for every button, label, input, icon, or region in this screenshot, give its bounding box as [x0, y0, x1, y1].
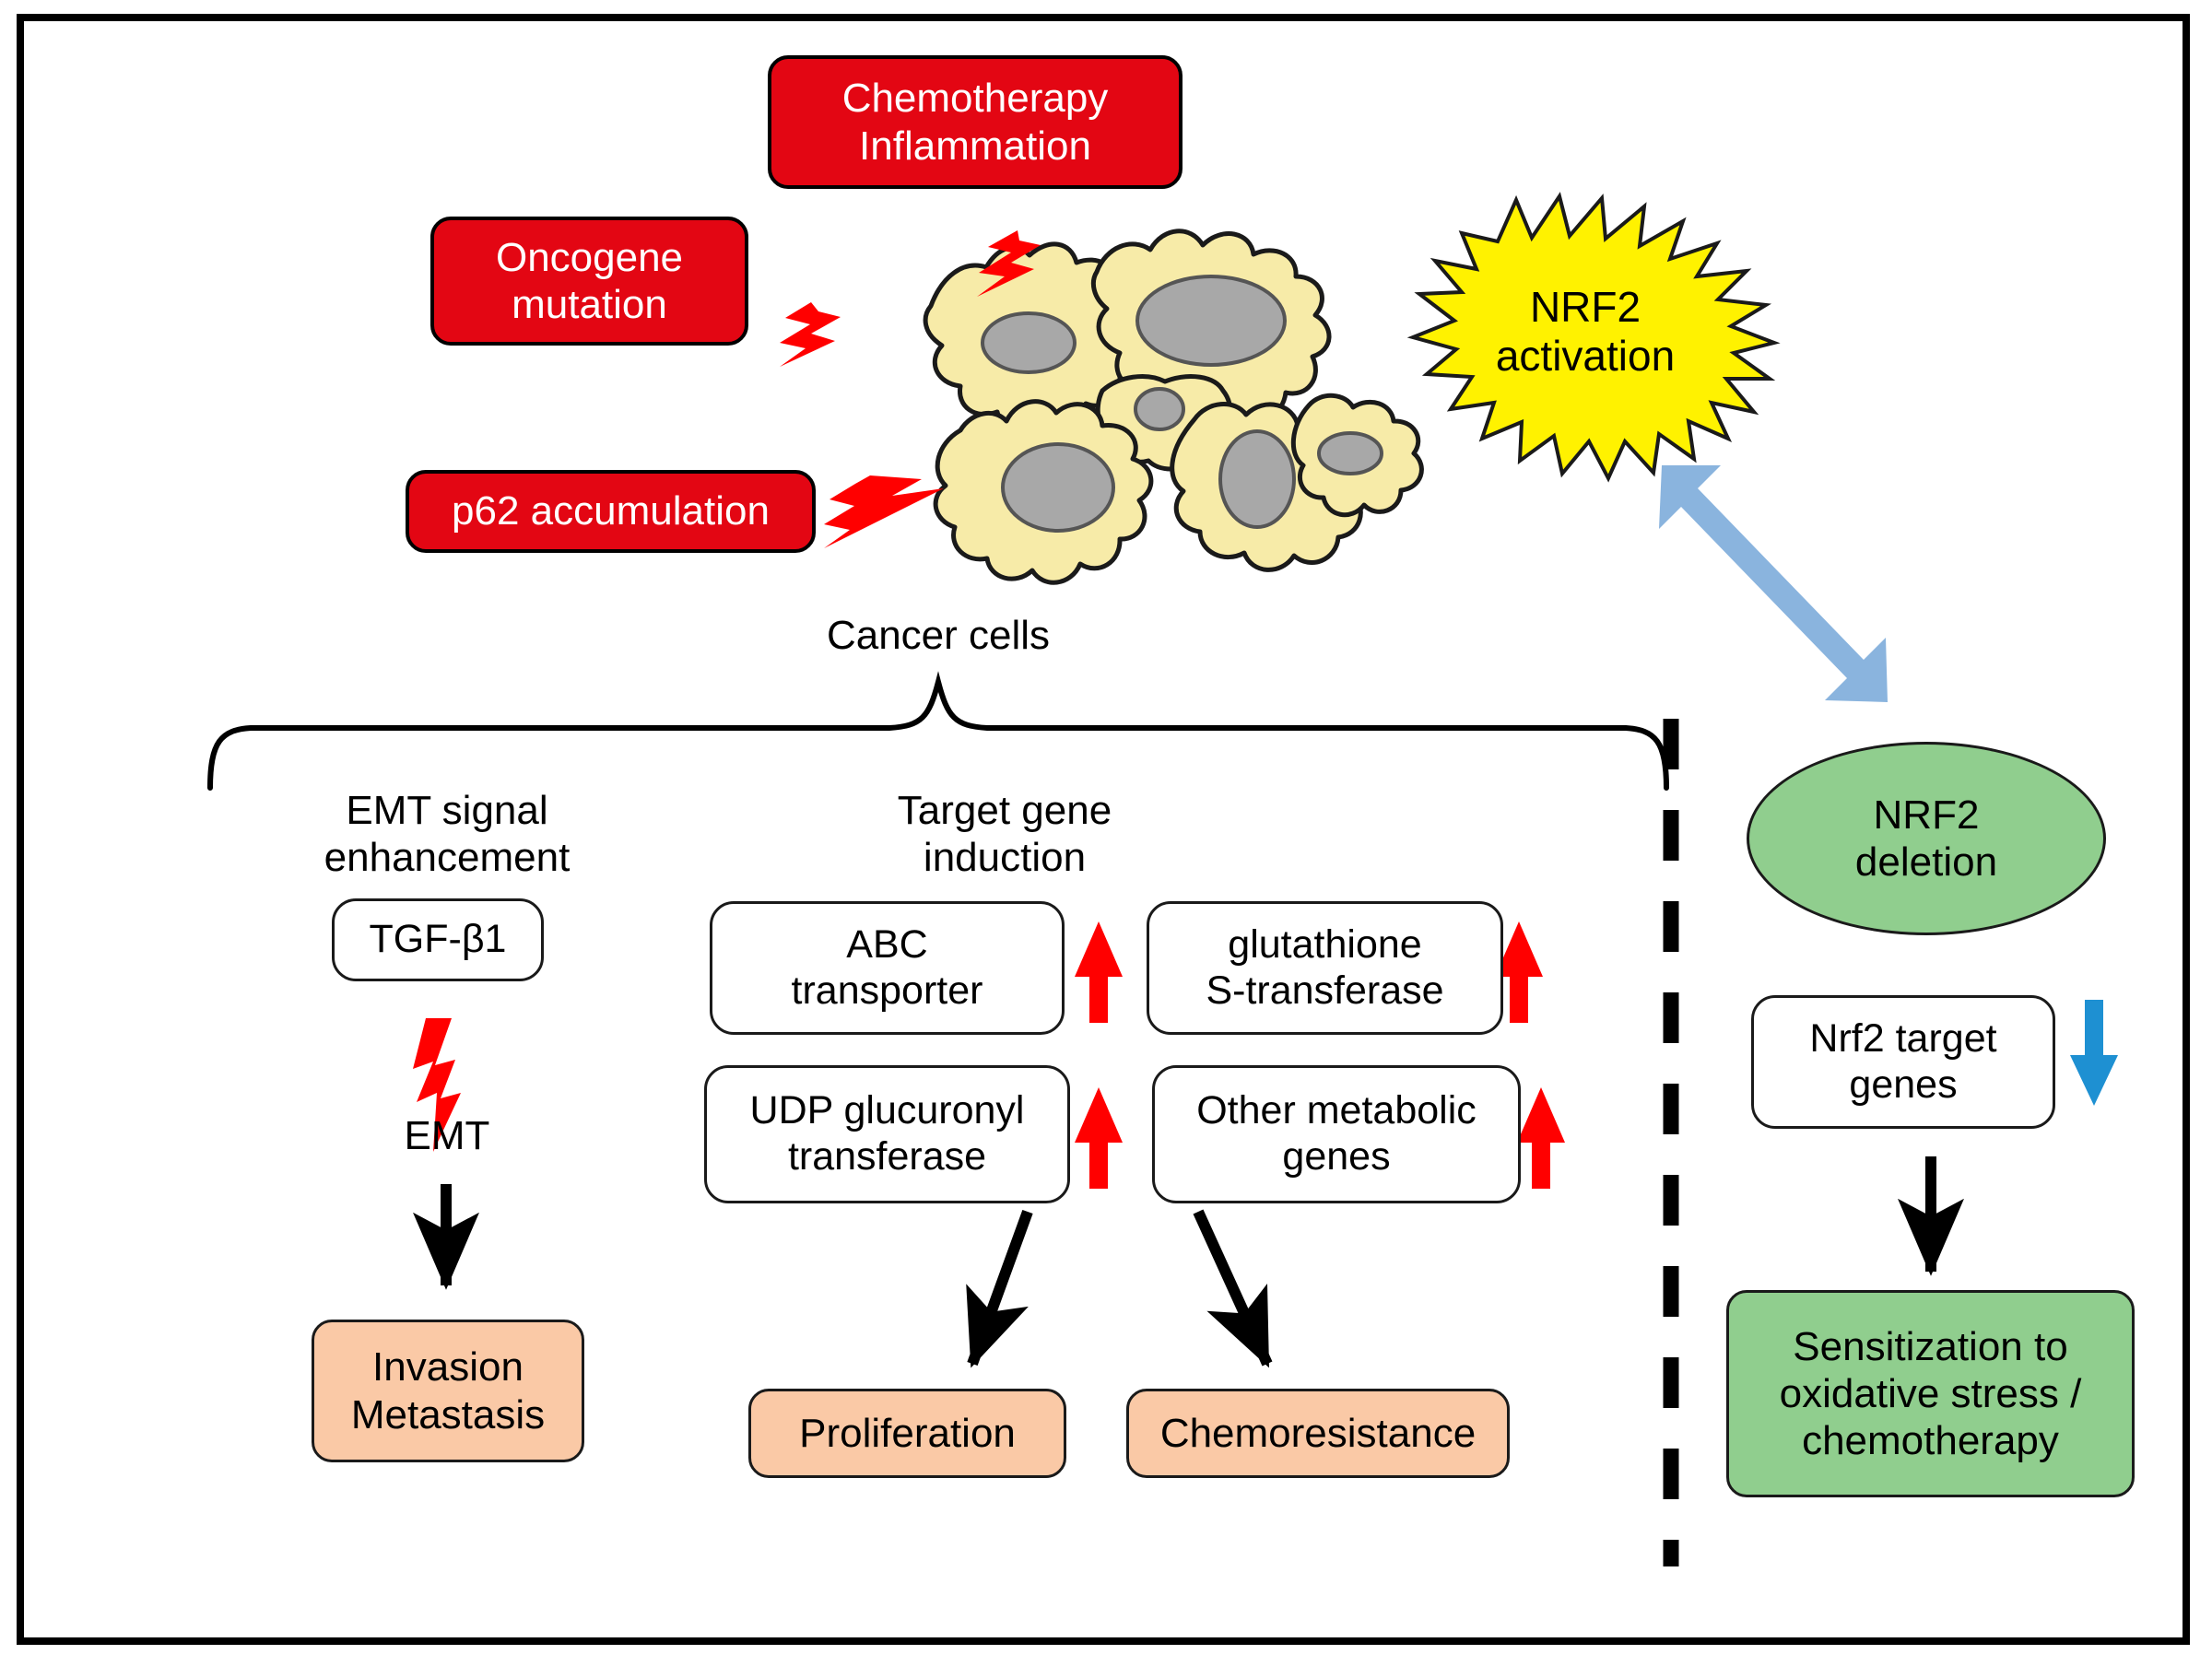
- gene-box-abc-transporter[interactable]: ABC transporter: [710, 901, 1065, 1035]
- stimulus-label: Chemotherapy Inflammation: [841, 76, 1109, 169]
- node-nrf2-target-genes[interactable]: Nrf2 target genes: [1751, 995, 2055, 1129]
- gene-box-other-metabolic-genes[interactable]: Other metabolic genes: [1152, 1065, 1521, 1203]
- node-nrf2-deletion[interactable]: NRF2 deletion: [1747, 742, 2106, 935]
- nrf2-activation-label: NRF2 activation: [1495, 282, 1676, 380]
- stimulus-label: p62 accumulation: [452, 488, 770, 534]
- outcome-proliferation[interactable]: Proliferation: [748, 1389, 1066, 1478]
- heading-target-gene-induction: Target gene induction: [897, 787, 1112, 880]
- stimulus-box-oncogene[interactable]: Oncogene mutation: [430, 217, 748, 346]
- figure-border: [17, 14, 2190, 1645]
- stimulus-box-p62[interactable]: p62 accumulation: [406, 470, 816, 553]
- outcome-chemoresistance[interactable]: Chemoresistance: [1126, 1389, 1510, 1478]
- node-tgf-beta1[interactable]: TGF-β1: [332, 898, 544, 981]
- stimulus-box-chemotherapy[interactable]: Chemotherapy Inflammation: [768, 55, 1182, 189]
- outcome-sensitization[interactable]: Sensitization to oxidative stress / chem…: [1726, 1290, 2135, 1497]
- outcome-invasion-metastasis[interactable]: Invasion Metastasis: [312, 1320, 584, 1462]
- gene-box-udp-glucuronyl-transferase[interactable]: UDP glucuronyl transferase: [704, 1065, 1070, 1203]
- node-emt: EMT: [404, 1112, 490, 1158]
- cancer-cells-caption: Cancer cells: [826, 613, 1051, 659]
- heading-emt-signal-enhancement: EMT signal enhancement: [324, 787, 571, 880]
- gene-box-glutathione-s-transferase[interactable]: glutathione S-transferase: [1147, 901, 1503, 1035]
- stimulus-label: Oncogene mutation: [495, 234, 684, 327]
